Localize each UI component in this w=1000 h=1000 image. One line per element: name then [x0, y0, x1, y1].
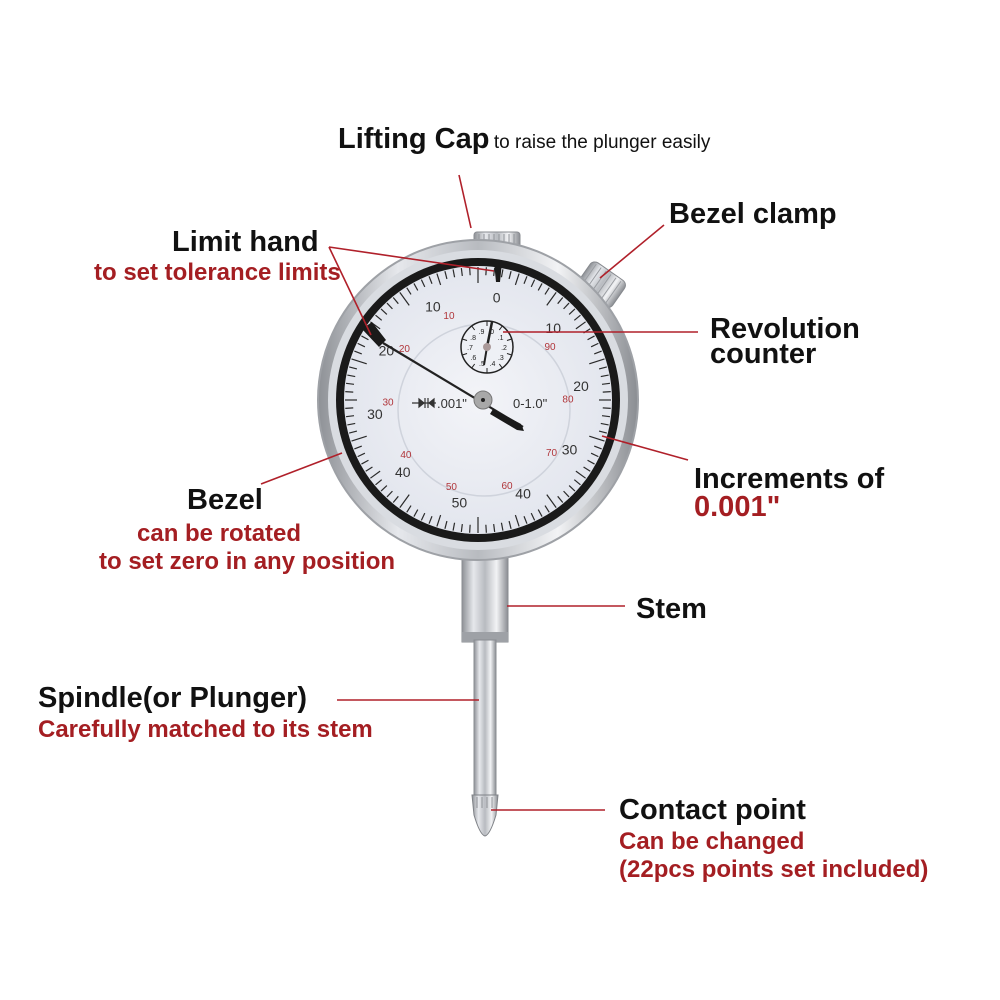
contact-point-subtitle-line1: Can be changed — [619, 828, 805, 855]
bezel-clamp-title: Bezel clamp — [669, 198, 837, 230]
svg-text:.2: .2 — [501, 345, 507, 352]
revolution-counter: 0 .1 .2 .3.4 .5.6 .7 .8.9 — [460, 320, 514, 374]
svg-text:10: 10 — [443, 311, 455, 322]
contact-point — [471, 794, 499, 837]
revolution-counter-title: Revolution counter — [710, 313, 860, 370]
bezel — [317, 239, 639, 561]
increments-value: 0.001" — [694, 491, 781, 523]
spindle — [473, 639, 497, 796]
svg-text:30: 30 — [562, 441, 578, 457]
svg-text:.8: .8 — [470, 335, 476, 342]
bezel-clamp — [576, 261, 626, 309]
lifting-cap-note: to raise the plunger easily — [493, 132, 711, 153]
lifting-cap-callout: Lifting Cap to raise the plunger easily — [338, 125, 710, 154]
svg-text:70: 70 — [546, 448, 558, 459]
svg-text:10: 10 — [545, 320, 561, 336]
svg-text:30: 30 — [367, 406, 383, 422]
svg-text:.5: .5 — [479, 361, 485, 368]
resolution-label: .001" — [437, 396, 467, 411]
svg-text:30: 30 — [382, 397, 394, 408]
spindle-title: Spindle(or Plunger) — [38, 682, 308, 714]
svg-text:.7: .7 — [467, 345, 473, 352]
svg-text:0: 0 — [493, 290, 501, 306]
limit-hand-subtitle: to set tolerance limits — [94, 259, 341, 286]
svg-text:90: 90 — [544, 342, 556, 353]
svg-text:20: 20 — [399, 344, 411, 355]
resolution-symbol — [412, 397, 436, 409]
svg-text:60: 60 — [501, 481, 513, 492]
svg-text:40: 40 — [395, 464, 411, 480]
svg-text:20: 20 — [573, 378, 589, 394]
svg-text:.4: .4 — [490, 361, 496, 368]
dial-graduations — [345, 267, 611, 533]
revolution-counter-line2: counter — [710, 338, 817, 370]
svg-text:50: 50 — [452, 494, 468, 510]
stem-title: Stem — [636, 593, 707, 625]
limit-hand-top — [494, 262, 502, 282]
leader-lines — [260, 174, 698, 811]
svg-text:.3: .3 — [498, 355, 504, 362]
svg-text:.1: .1 — [498, 335, 504, 342]
svg-text:10: 10 — [425, 298, 441, 314]
bezel-subtitle-line2: to set zero in any position — [99, 548, 396, 575]
limit-hand-title: Limit hand — [172, 226, 319, 258]
svg-text:40: 40 — [400, 450, 412, 461]
svg-text:.6: .6 — [470, 355, 476, 362]
svg-text:40: 40 — [515, 486, 531, 502]
main-pointer — [382, 342, 524, 431]
svg-text:80: 80 — [562, 395, 574, 406]
spindle-subtitle: Carefully matched to its stem — [38, 716, 373, 743]
revolution-counter-line1: Revolution — [710, 313, 860, 345]
lifting-cap-title: Lifting Cap — [338, 123, 490, 155]
contact-point-subtitle-line2: (22pcs points set included) — [619, 856, 929, 883]
range-label: 0-1.0" — [513, 396, 548, 411]
svg-text:50: 50 — [446, 482, 458, 493]
svg-text:0: 0 — [490, 329, 494, 336]
bezel-title: Bezel — [187, 484, 263, 516]
bezel-subtitle-line1: can be rotated — [137, 520, 302, 547]
increments-title: Increments of — [694, 463, 885, 495]
contact-point-title: Contact point — [619, 794, 806, 826]
svg-text:.9: .9 — [479, 329, 485, 336]
